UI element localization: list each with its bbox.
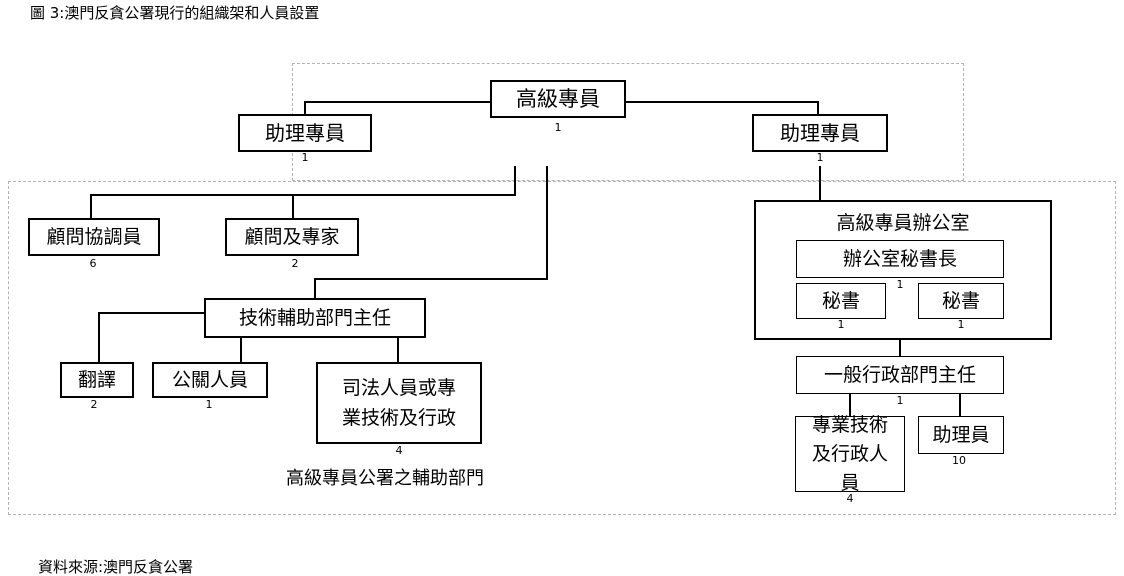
assistant-left-box: 助理專員 xyxy=(238,114,372,152)
judicial-staff-box: 司法人員或專業技術及行政 xyxy=(316,362,482,444)
secretary-2-count: 1 xyxy=(957,318,965,331)
commissioner-label: 高級專員 xyxy=(516,87,600,111)
general-admin-head-label: 一般行政部門主任 xyxy=(823,364,976,386)
advisor-coordinator-label: 顧問協調員 xyxy=(46,226,142,248)
tech-support-head-box: 技術輔助部門主任 xyxy=(204,298,426,338)
tech-admin-staff-count: 4 xyxy=(846,492,854,505)
section-label: 高級專員公署之輔助部門 xyxy=(286,468,484,489)
general-admin-head-box: 一般行政部門主任 xyxy=(796,356,1004,394)
secretary-1-count: 1 xyxy=(837,318,845,331)
translation-label: 翻譯 xyxy=(77,369,116,391)
advisor-coordinator-count: 6 xyxy=(89,257,97,270)
judicial-staff-count: 4 xyxy=(395,444,403,457)
translation-count: 2 xyxy=(90,398,98,411)
secretary-1-label: 秘書 xyxy=(821,290,860,312)
public-relations-count: 1 xyxy=(205,398,213,411)
chief-of-staff-label: 辦公室秘書長 xyxy=(842,248,957,270)
advisor-coordinator-box: 顧問協調員 xyxy=(28,218,160,256)
secretary-1-box: 秘書 xyxy=(796,283,886,319)
general-admin-head-count: 1 xyxy=(896,394,904,407)
commissioner-box: 高級專員 xyxy=(490,80,626,118)
lower-dashed-region xyxy=(8,181,1116,515)
assistant-right-label: 助理專員 xyxy=(780,121,860,145)
tech-support-head-label: 技術輔助部門主任 xyxy=(238,307,391,329)
chief-of-staff-count: 1 xyxy=(896,278,904,291)
commissioner-count: 1 xyxy=(554,121,562,134)
judicial-staff-label: 司法人員或專業技術及行政 xyxy=(341,377,456,429)
figure-title: 圖 3:澳門反貪公署現行的組織架和人員設置 xyxy=(30,4,320,22)
advisor-expert-box: 顧問及專家 xyxy=(225,218,359,256)
source-caption: 資料來源:澳門反貪公署 xyxy=(38,558,194,576)
assistant-left-label: 助理專員 xyxy=(265,121,345,145)
advisor-expert-count: 2 xyxy=(291,257,299,270)
assistant-right-box: 助理專員 xyxy=(752,114,888,152)
assistant-left-count: 1 xyxy=(301,151,309,164)
assistant-right-count: 1 xyxy=(816,151,824,164)
tech-admin-staff-box: 專業技術及行政人員 xyxy=(795,414,905,494)
office-label: 高級專員辦公室 xyxy=(836,212,970,234)
public-relations-label: 公關人員 xyxy=(171,369,248,391)
translation-box: 翻譯 xyxy=(60,362,134,398)
assistant-staff-label: 助理員 xyxy=(932,424,990,446)
assistant-staff-box: 助理員 xyxy=(918,416,1004,454)
public-relations-box: 公關人員 xyxy=(152,362,268,398)
assistant-staff-count: 10 xyxy=(952,454,966,467)
secretary-2-box: 秘書 xyxy=(918,283,1004,319)
secretary-2-label: 秘書 xyxy=(941,290,980,312)
advisor-expert-label: 顧問及專家 xyxy=(244,226,340,248)
chief-of-staff-box: 辦公室秘書長 xyxy=(796,240,1004,278)
tech-admin-staff-label: 專業技術及行政人員 xyxy=(811,413,888,494)
